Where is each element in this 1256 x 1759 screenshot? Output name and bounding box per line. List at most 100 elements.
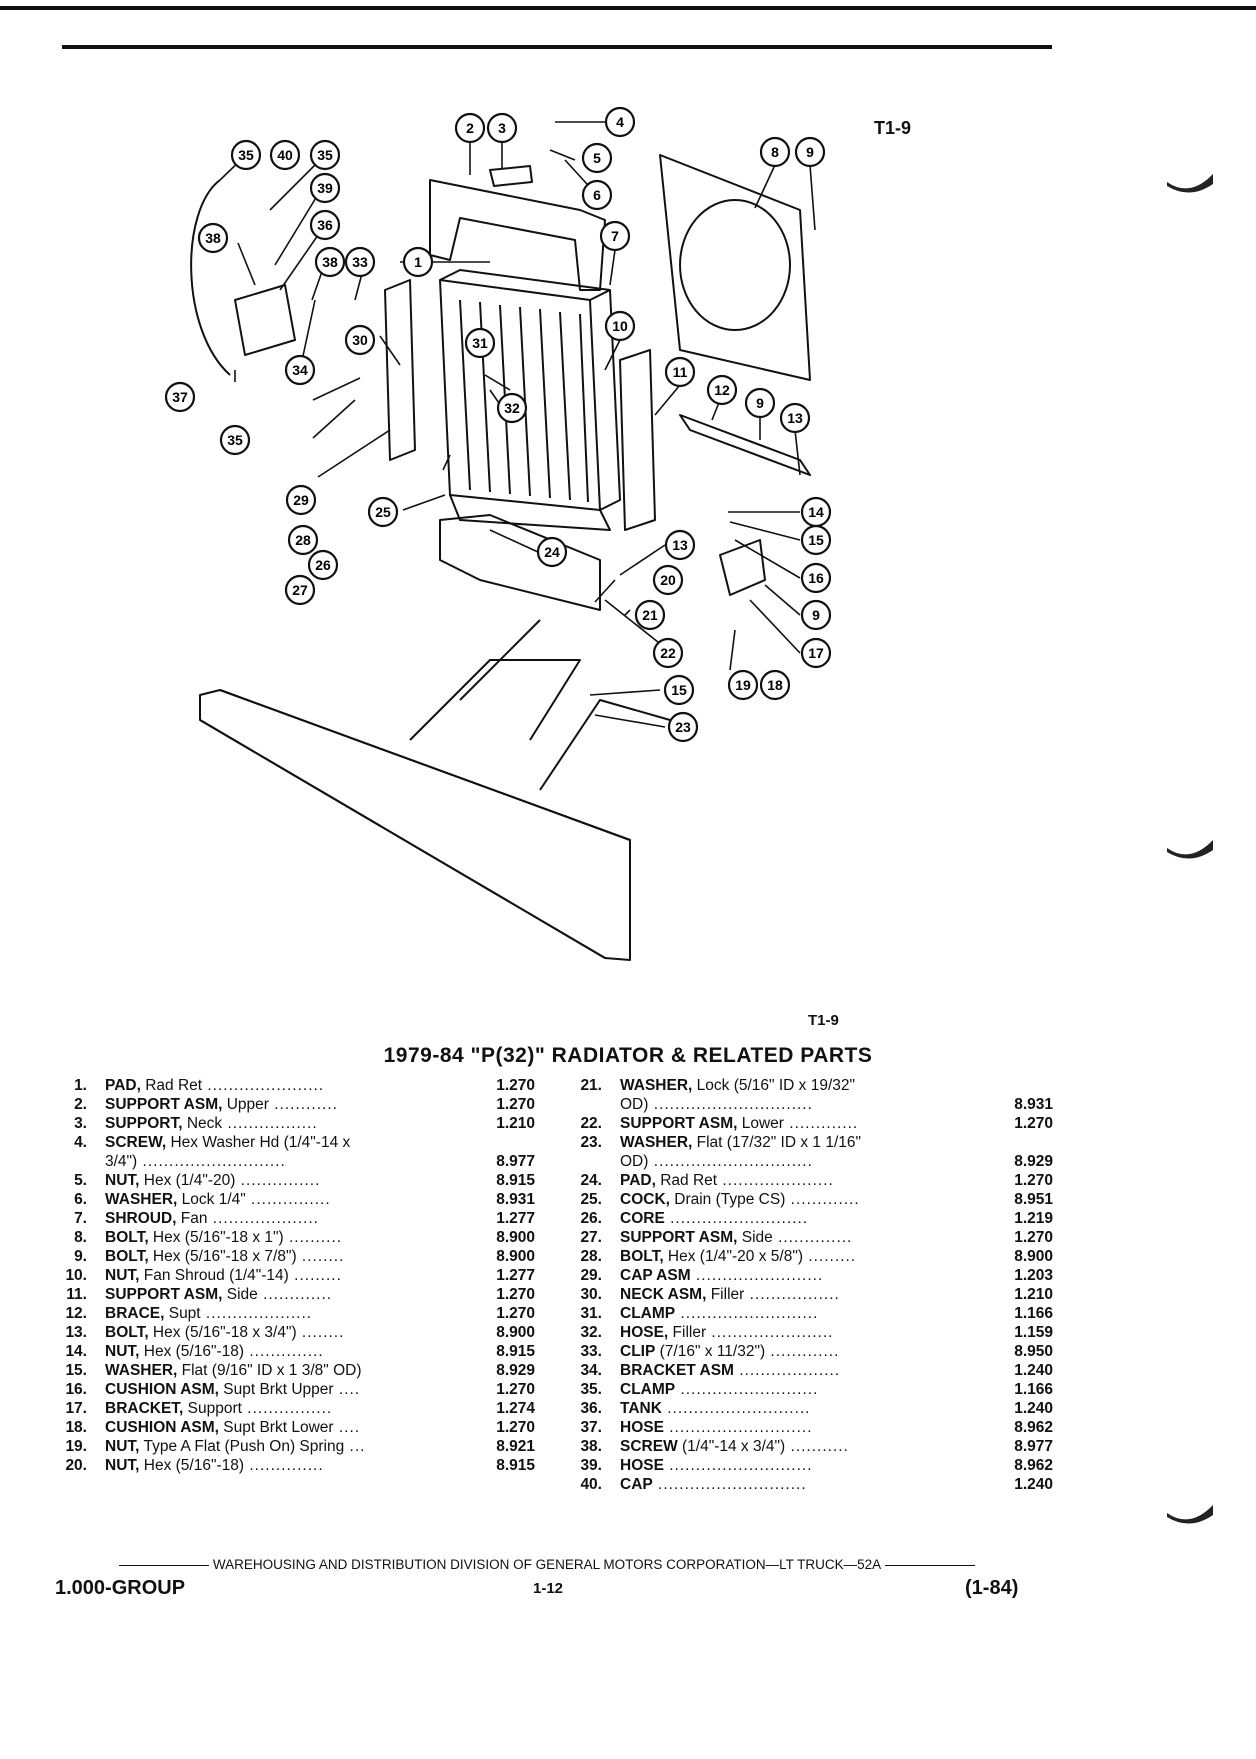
part-row: 8.BOLT, Hex (5/16"-18 x 1") ..........8.… [55,1228,535,1247]
part-detail: Type A Flat (Push On) Spring [139,1438,345,1455]
part-row: 16.CUSHION ASM, Supt Brkt Upper ....1.27… [55,1380,535,1399]
callout-number: 18 [767,677,783,693]
callout-circle [164,381,196,413]
leader-dots: ................ [241,1400,333,1417]
callout-bubble: 14 [800,496,832,528]
part-name: NECK ASM, [620,1286,707,1303]
part-name: BOLT, [105,1229,149,1246]
part-row: 38.SCREW (1/4"-14 x 3/4") ...........8.9… [570,1437,1055,1456]
part-description: WASHER, Flat (17/32" ID x 1 1/16" [620,1133,1015,1152]
part-row: 35.CLAMP ..........................1.166 [570,1380,1055,1399]
part-description: WASHER, Lock (5/16" ID x 19/32" [620,1076,1015,1095]
group-code: 8.915 [496,1343,535,1360]
part-name: NUT, [105,1343,140,1360]
part-name: SUPPORT ASM, [105,1096,223,1113]
callout-bubble: 17 [800,637,832,669]
leader-dots: .......................... [664,1210,809,1227]
callout-bubble: 29 [285,484,317,516]
callout-number: 30 [352,332,368,348]
part-number: 39. [580,1457,602,1474]
part-description: BOLT, Hex (5/16"-18 x 7/8") ........ [105,1247,495,1266]
part-description: CUSHION ASM, Supt Brkt Upper .... [105,1380,495,1399]
part-name: BRACKET, [105,1400,184,1417]
part-row: 20.NUT, Hex (5/16"-18) ..............8.9… [55,1456,535,1475]
part-detail: Fan Shroud (1/4"-14) [139,1267,289,1284]
part-description: WASHER, Lock 1/4" ............... [105,1190,495,1209]
part-name: SCREW, [105,1134,167,1151]
part-row: OD) ..............................8.931 [570,1095,1055,1114]
callout-circle [664,529,696,561]
part-row: 33.CLIP (7/16" x 11/32") .............8.… [570,1342,1055,1361]
group-code: 1.270 [496,1305,535,1322]
callout-bubble: 12 [706,374,738,406]
callout-circle [800,637,832,669]
callout-circle [344,324,376,356]
callout-number: 33 [352,254,368,270]
callout-number: 19 [735,677,751,693]
part-description: HOSE ........................... [620,1418,1015,1437]
callout-bubble: 13 [779,402,811,434]
part-detail: Filler [706,1286,745,1303]
callout-number: 35 [317,147,333,163]
callout-number: 25 [375,504,391,520]
reservoir-tank-drawing [234,284,296,356]
part-description: COCK, Drain (Type CS) ............. [620,1190,1015,1209]
callout-bubble: 7 [599,220,631,252]
part-description: SHROUD, Fan .................... [105,1209,495,1228]
leader-dots: ................. [744,1286,840,1303]
part-row: 13.BOLT, Hex (5/16"-18 x 3/4") ........8… [55,1323,535,1342]
part-row: 34.BRACKET ASM ...................1.240 [570,1361,1055,1380]
callout-circle [581,142,613,174]
footer-publisher-text: WAREHOUSING AND DISTRIBUTION DIVISION OF… [212,1557,882,1572]
part-description: CLAMP .......................... [620,1304,1015,1323]
part-description: CORE .......................... [620,1209,1015,1228]
group-code: 1.240 [1014,1400,1053,1417]
part-name: PAD, [105,1077,141,1094]
leader-dots: .......... [283,1229,343,1246]
leader-dots: ................. [222,1115,318,1132]
part-detail: Hex (5/16"-18 x 7/8") [148,1248,297,1265]
lower-support-drawing [439,514,601,611]
part-description: BRACE, Supt .................... [105,1304,495,1323]
part-number: 32. [580,1324,602,1341]
part-detail: Neck [182,1115,223,1132]
group-code: 1.166 [1014,1381,1053,1398]
group-code: 1.270 [496,1381,535,1398]
callout-circle [309,209,341,241]
group-code: 1.240 [1014,1476,1053,1493]
part-number: 40. [580,1476,602,1493]
part-number: 29. [580,1267,602,1284]
part-number: 7. [74,1210,87,1227]
leader-dots: .... [333,1381,361,1398]
part-name: BOLT, [105,1248,149,1265]
callout-bubble: 30 [344,324,376,356]
binder-punch-mark [1167,1505,1213,1524]
callout-bubble: 1 [402,246,434,278]
callout-number: 26 [315,557,331,573]
part-row: 39.HOSE ...........................8.962 [570,1456,1055,1475]
part-detail: Hex (5/16"-18) [139,1457,245,1474]
callout-bubble: 35 [219,424,251,456]
part-number: 33. [580,1343,602,1360]
part-detail: (1/4"-14 x 3/4") [677,1438,786,1455]
callout-bubble: 20 [652,564,684,596]
callout-bubble: 4 [604,106,636,138]
part-number: 5. [74,1172,87,1189]
callout-bubble: 38 [314,246,346,278]
part-name: CLAMP [620,1305,676,1322]
callout-bubble: 2 [454,112,486,144]
part-description: SUPPORT ASM, Lower ............. [620,1114,1015,1133]
part-description: SUPPORT ASM, Side ............. [105,1285,495,1304]
group-code: 8.962 [1014,1419,1053,1436]
callout-bubble: 9 [800,599,832,631]
group-code: 8.915 [496,1172,535,1189]
part-row: 15.WASHER, Flat (9/16" ID x 1 3/8" OD)8.… [55,1361,535,1380]
callout-number: 40 [277,147,293,163]
callout-circle [344,246,376,278]
leader-dots: .............................. [648,1153,813,1170]
callout-bubble: 37 [164,381,196,413]
leader-dots: ......... [803,1248,857,1265]
group-code: 8.900 [496,1229,535,1246]
part-name: NUT, [105,1267,140,1284]
part-name: WASHER, [105,1191,178,1208]
